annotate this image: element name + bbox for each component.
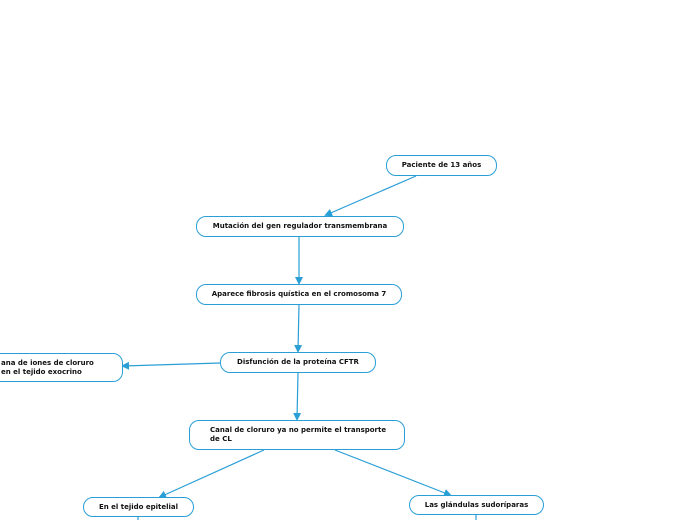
- node-paciente[interactable]: Paciente de 13 años: [386, 155, 497, 176]
- edge-paciente-mutacion: [324, 175, 417, 217]
- node-fibrosis[interactable]: Aparece fibrosis quística en el cromosom…: [196, 284, 402, 305]
- edge-fibrosis-disfuncion: [294, 304, 303, 353]
- node-canal[interactable]: Canal de cloruro ya no permite el transp…: [189, 420, 405, 450]
- node-membrana-label: ana de iones de cloruro en el tejido exo…: [1, 358, 94, 376]
- node-disfuncion[interactable]: Disfunción de la proteína CFTR: [220, 352, 376, 373]
- node-fibrosis-label: Aparece fibrosis quística en el cromosom…: [211, 290, 387, 298]
- edge-canal-glandulas: [334, 449, 452, 497]
- node-canal-label: Canal de cloruro ya no permite el transp…: [210, 426, 387, 443]
- node-epitelial[interactable]: En el tejido epitelial: [83, 497, 194, 517]
- node-glandulas[interactable]: Las glándulas sudoríparas: [409, 495, 544, 515]
- node-disfuncion-label: Disfunción de la proteína CFTR: [237, 358, 359, 366]
- node-membrana[interactable]: ana de iones de cloruro en el tejido exo…: [0, 353, 123, 382]
- edge-canal-epitelial: [158, 449, 265, 499]
- node-mutacion-label: Mutación del gen regulador transmembrana: [212, 222, 388, 230]
- edge-disfuncion-membrana: [121, 361, 221, 370]
- node-mutacion[interactable]: Mutación del gen regulador transmembrana: [196, 216, 404, 237]
- edge-disfuncion-canal: [293, 372, 302, 421]
- node-paciente-label: Paciente de 13 años: [401, 161, 482, 169]
- node-glandulas-label: Las glándulas sudoríparas: [424, 500, 529, 509]
- node-epitelial-label: En el tejido epitelial: [98, 502, 179, 511]
